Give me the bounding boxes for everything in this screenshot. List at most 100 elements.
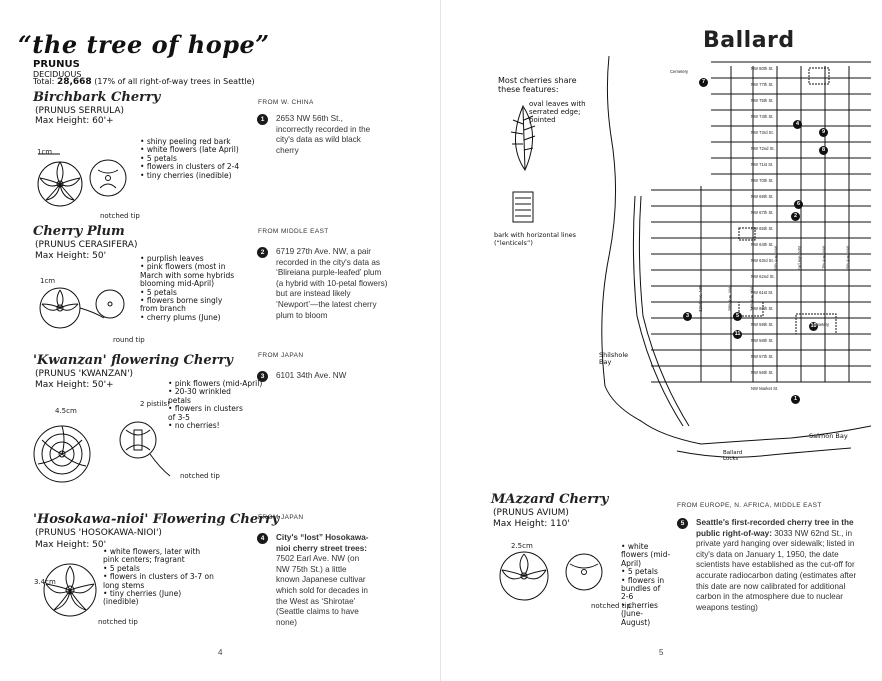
species-latin-cherry-plum: (PRUNUS CERASIFERA) xyxy=(35,240,138,250)
location-entry: 6101 34th Ave. NW xyxy=(276,371,347,380)
birchbark-flower-illustration xyxy=(37,153,127,207)
avenue-label: 17th Ave. NW xyxy=(821,245,827,272)
species-height-hosokawa: Max Height: 50' xyxy=(35,540,107,550)
scale-label: 1cm xyxy=(37,148,53,156)
leaf-illustration xyxy=(510,104,536,172)
feature-list-kwanzan: pink flowers (mid-April) 20-30 wrinkled … xyxy=(168,379,262,430)
scale-label: 1cm xyxy=(40,277,56,285)
street-label: NW 80th St. xyxy=(751,66,774,71)
page-number: 5 xyxy=(659,648,664,657)
street-label: NW 64th St. xyxy=(751,242,774,247)
kwanzan-flower-illustration xyxy=(33,421,171,483)
left-page: “the tree of hope” PRUNUS DECIDUOUS Tota… xyxy=(0,0,441,681)
species-height-mazzard: Max Height: 110' xyxy=(493,519,570,529)
origin-label: FROM JAPAN xyxy=(258,352,304,359)
street-label: NW 77th St. xyxy=(751,82,774,87)
feature-list-mazzard: white flowers (mid-April) 5 petals flowe… xyxy=(621,542,671,627)
feature-list-cherry-plum: purplish leaves pink flowers (most in Ma… xyxy=(140,254,235,322)
map-title: Ballard xyxy=(703,28,795,53)
street-label: NW 71st St. xyxy=(751,162,774,167)
species-latin-birchbark: (PRUNUS SERRULA) xyxy=(35,106,125,116)
street-label: NW 56th St. xyxy=(751,370,774,375)
marker-badge: 2 xyxy=(257,247,268,258)
genus-label: PRUNUS xyxy=(33,59,80,70)
species-latin-kwanzan: (PRUNUS 'KWANZAN') xyxy=(35,369,134,379)
avenue-label: 20th Ave. NW xyxy=(773,245,779,272)
pistil-label: 2 pistils! xyxy=(140,400,170,408)
map-marker[interactable]: 11 xyxy=(733,330,742,339)
map-marker[interactable]: 5 xyxy=(733,312,742,321)
map-marker[interactable]: 8 xyxy=(819,146,828,155)
street-label: NW Market St. xyxy=(751,386,779,391)
location-entry: 6719 27th Ave. NW, a pair recorded in th… xyxy=(276,247,388,320)
marker-badge: 1 xyxy=(257,114,268,125)
map-marker[interactable]: 6 xyxy=(794,200,803,209)
location-entry: City's “lost” Hosokawa-nioi cherry stree… xyxy=(276,533,369,627)
street-label: NW 63rd St. xyxy=(751,258,774,263)
species-latin-hosokawa: (PRUNUS 'HOSOKAWA-NIOI') xyxy=(35,528,162,538)
tree-total: Total: 28,668 (17% of all right-of-way t… xyxy=(33,77,255,87)
street-label: NW 58th St. xyxy=(751,338,774,343)
street-label: NW 69th St. xyxy=(751,194,774,199)
ballard-street-map xyxy=(601,55,872,458)
feature-list-birchbark: shiny peeling red bark white flowers (la… xyxy=(140,137,239,180)
scale-label: 4.5cm xyxy=(55,407,77,415)
location-entry: 2653 NW 56th St., incorrectly recorded i… xyxy=(276,114,371,155)
avenue-label: 32nd Ave. NW xyxy=(697,285,703,312)
mazzard-flower-illustration xyxy=(499,551,603,601)
species-name-kwanzan: 'Kwanzan' flowering Cherry xyxy=(33,353,233,368)
marker-badge: 5 xyxy=(677,518,688,529)
habit-label: DECIDUOUS xyxy=(33,70,82,79)
map-marker[interactable]: 9 xyxy=(819,128,828,137)
avenue-label: 24th Ave. NW xyxy=(749,285,755,312)
street-label: NW 67th St. xyxy=(751,210,774,215)
street-label: NW 65th St. xyxy=(751,226,774,231)
scale-label: 2.5cm xyxy=(511,542,533,550)
map-marker[interactable]: 2 xyxy=(791,212,800,221)
street-label: NW 70th St. xyxy=(751,178,774,183)
origin-label: FROM JAPAN xyxy=(258,514,304,521)
book-section-title: “the tree of hope” xyxy=(18,30,270,59)
page-number: 4 xyxy=(218,648,223,657)
map-marker[interactable]: 3 xyxy=(683,312,692,321)
species-height-kwanzan: Max Height: 50'+ xyxy=(35,380,114,390)
book-spine xyxy=(440,0,441,681)
place-label: Salmon Bay xyxy=(809,432,848,440)
origin-label: FROM W. CHINA xyxy=(258,99,314,106)
feature-list-hosokawa: white flowers, later with pink centers; … xyxy=(103,547,215,607)
location-entry: Seattle's first-recorded cherry tree in … xyxy=(696,518,857,612)
street-label: NW 75th St. xyxy=(751,98,774,103)
avenue-label: 28th Ave. NW xyxy=(727,285,733,312)
street-label: NW 61st St. xyxy=(751,290,774,295)
place-label: Cemetery xyxy=(670,69,689,74)
map-marker[interactable]: 4 xyxy=(793,120,802,129)
bark-illustration xyxy=(512,191,534,223)
avenue-label: Earl Ave. NW xyxy=(796,246,802,271)
map-marker[interactable]: 1 xyxy=(791,395,800,404)
bark-note: bark with horizontal lines (“lenticels”) xyxy=(494,231,577,247)
species-name-birchbark: Birchbark Cherry xyxy=(33,90,161,105)
species-latin-mazzard: (PRUNUS AVIUM) xyxy=(493,508,569,518)
tip-label: notched tip xyxy=(180,472,220,480)
place-label: Shilshole Bay xyxy=(599,351,629,366)
map-marker[interactable]: 7 xyxy=(699,78,708,87)
species-height-birchbark: Max Height: 60'+ xyxy=(35,116,114,126)
species-height-cherry-plum: Max Height: 50' xyxy=(35,251,107,261)
leaf-note: oval leaves with serrated edge; pointed xyxy=(529,100,586,124)
street-label: NW 73rd St. xyxy=(751,130,774,135)
street-label: NW 60th St. xyxy=(751,306,774,311)
features-heading: Most cherries share these features: xyxy=(498,76,577,94)
street-label: NW 57th St. xyxy=(751,354,774,359)
species-name-hosokawa: 'Hosokawa-nioi' Flowering Cherry xyxy=(33,512,280,527)
place-label: Cemetery xyxy=(811,322,830,327)
map-marker[interactable]: 10 xyxy=(809,322,818,331)
species-name-cherry-plum: Cherry Plum xyxy=(33,224,125,239)
hosokawa-flower-illustration xyxy=(43,563,97,617)
marker-badge: 3 xyxy=(257,371,268,382)
origin-label: FROM MIDDLE EAST xyxy=(258,228,329,235)
tip-label: notched tip xyxy=(98,618,138,626)
tip-label: notched tip xyxy=(591,602,631,610)
street-label: NW 74th St. xyxy=(751,114,774,119)
species-name-mazzard: MAzzard Cherry xyxy=(491,492,609,507)
right-page: Ballard Most cherries share these featur… xyxy=(441,0,882,681)
